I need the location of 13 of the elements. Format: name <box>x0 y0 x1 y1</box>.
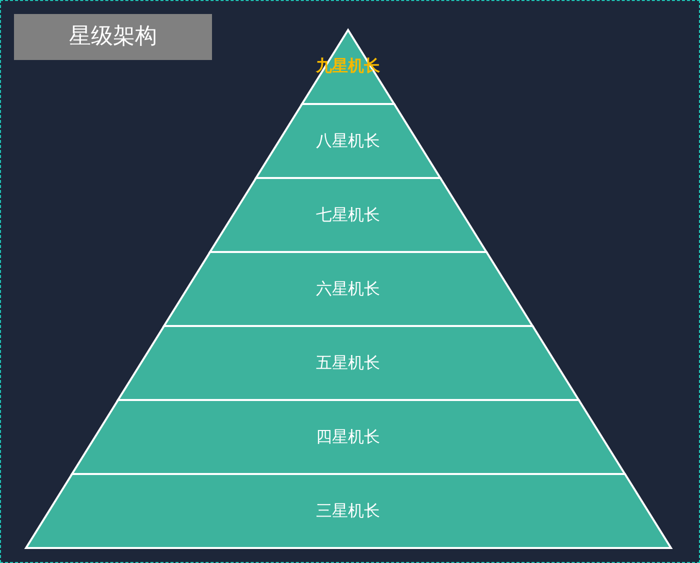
pyramid-tier <box>72 400 624 474</box>
tier-label: 八星机长 <box>314 131 381 152</box>
tier-label: 三星机长 <box>315 501 381 522</box>
title-label: 星级架构 <box>14 14 212 60</box>
pyramid-tier <box>210 178 486 252</box>
pyramid-tier <box>164 252 532 326</box>
tier-label: 六星机长 <box>314 279 381 300</box>
pyramid-tier <box>26 474 670 548</box>
pyramid-tier <box>256 104 440 178</box>
tier-label: 四星机长 <box>314 427 381 448</box>
pyramid-tier <box>118 326 578 400</box>
tier-label: 七星机长 <box>314 205 381 226</box>
tier-label: 五星机长 <box>314 353 381 374</box>
